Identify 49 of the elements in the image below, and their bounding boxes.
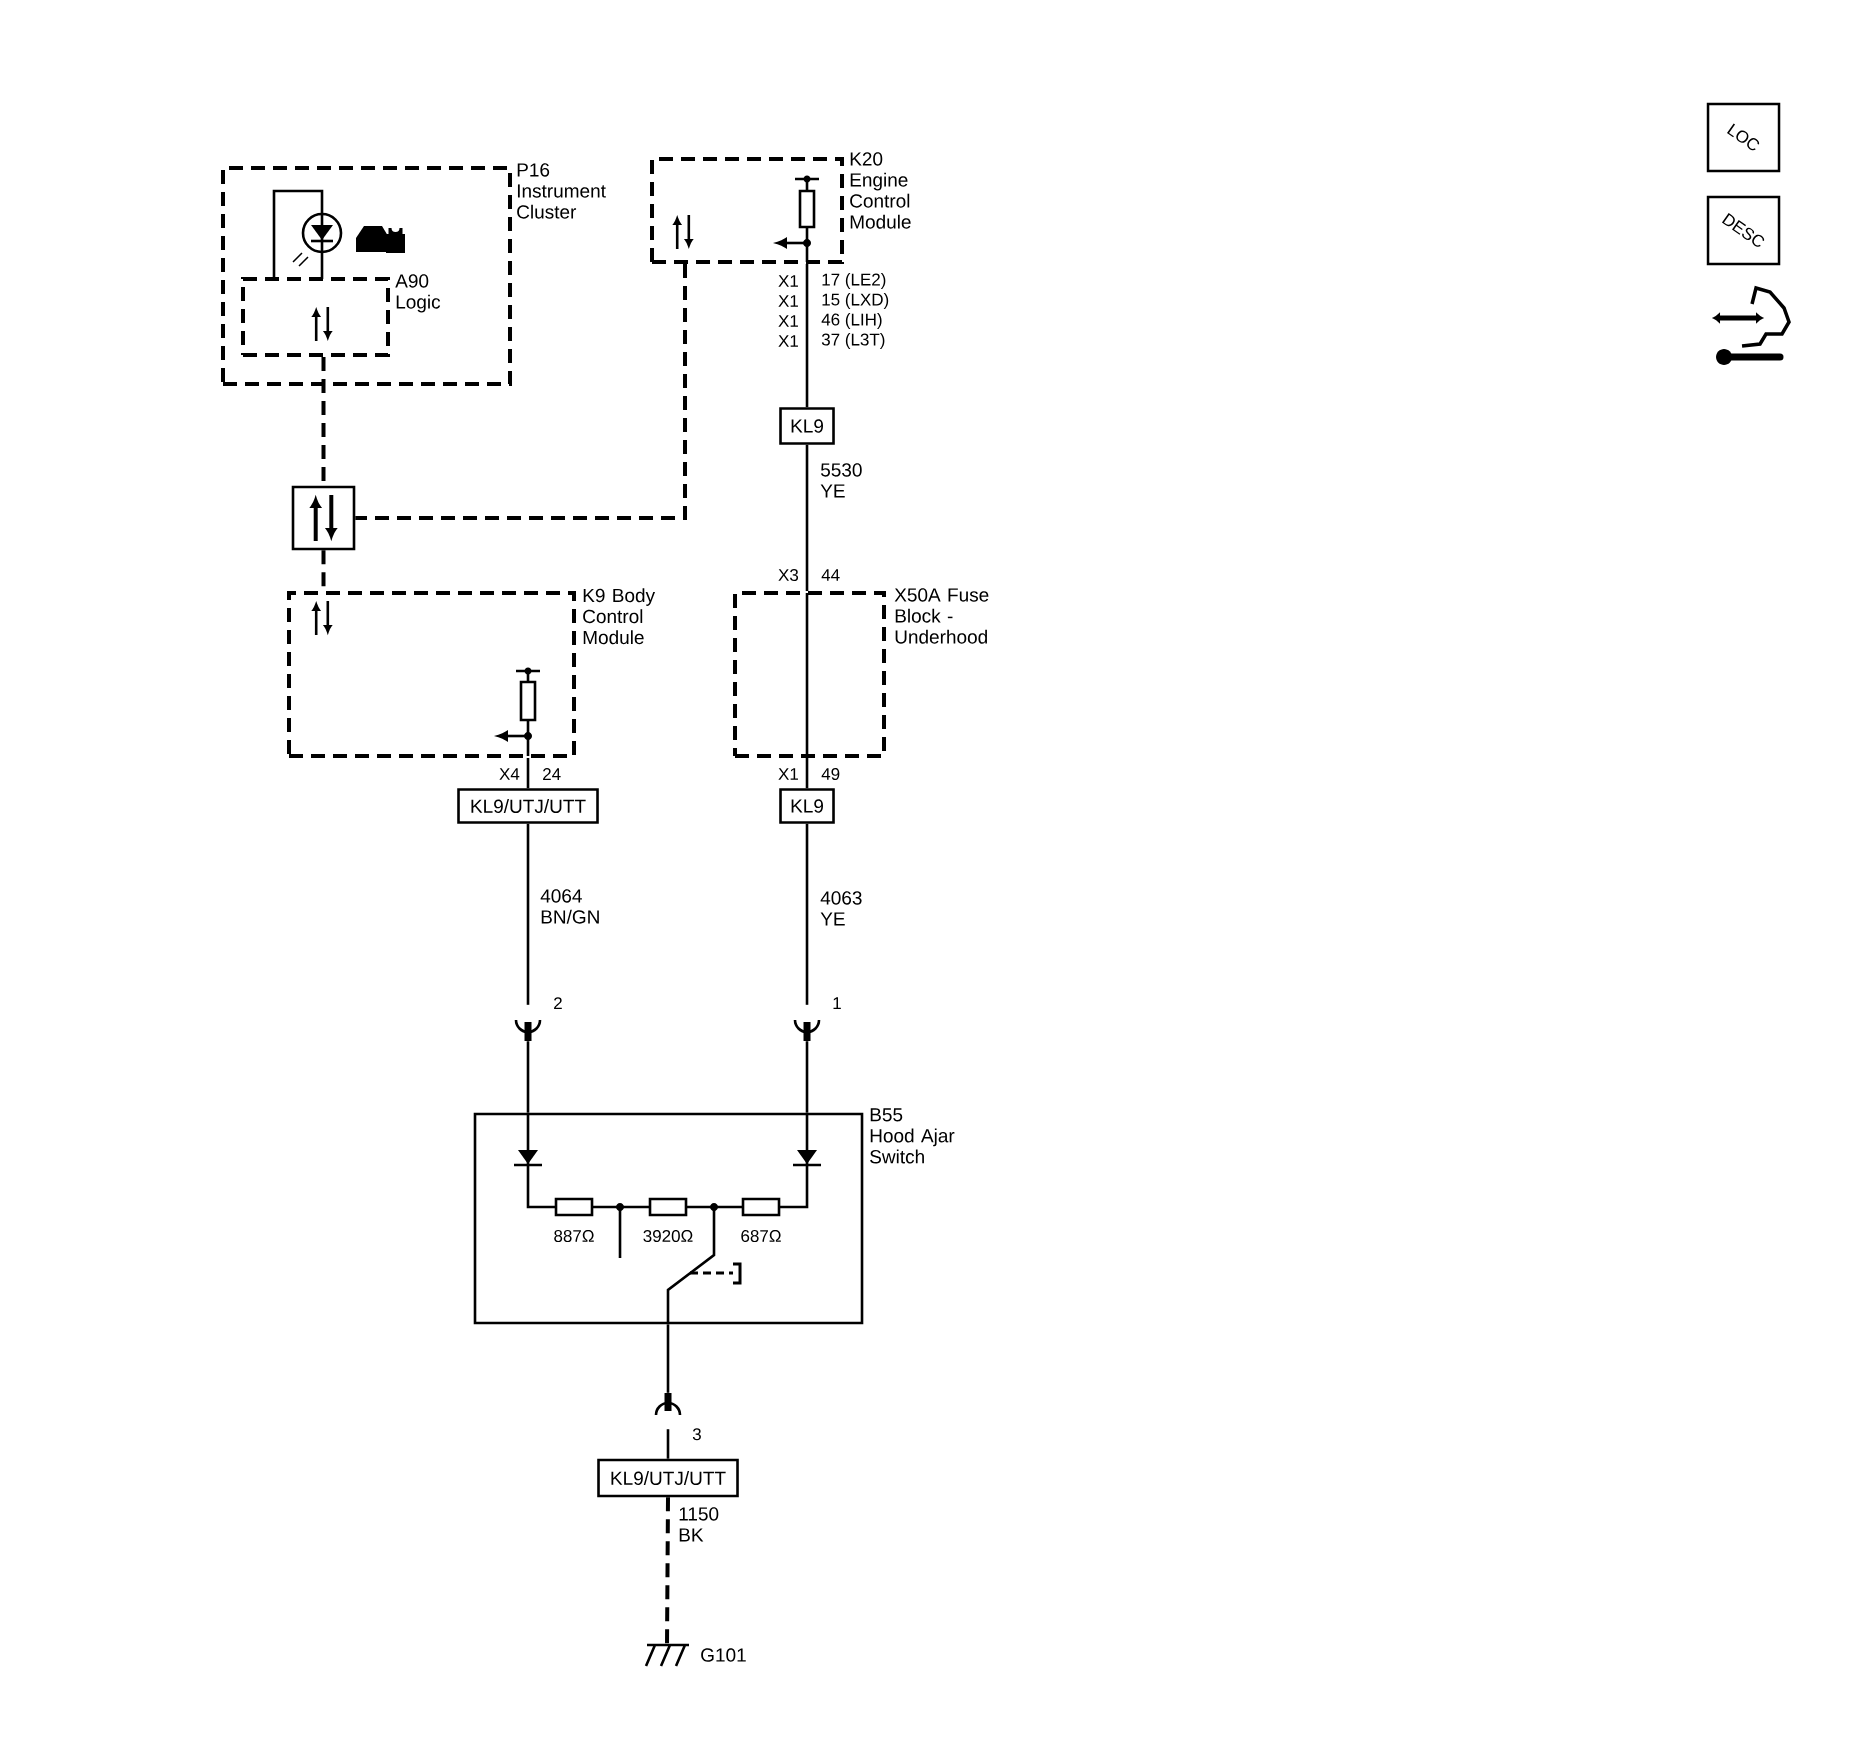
- wire: [805, 444, 809, 591]
- pin-label: X1: [778, 295, 798, 307]
- wire-label: 5530 YE: [819, 462, 872, 499]
- pin-label: X1: [778, 768, 798, 780]
- pin-label: 15 (LXD): [822, 293, 889, 309]
- module-box: A90 Logic: [241, 274, 441, 357]
- pin-label: 44: [821, 569, 840, 581]
- harness-label-box: KL9/UTJ/UTT: [457, 788, 599, 824]
- wire-label: 4064 BN/GN: [539, 888, 608, 925]
- module-box: X50A Fuse Block - Underhood: [733, 588, 989, 758]
- pin-label: X4: [499, 768, 520, 780]
- pin-label: X3: [778, 569, 799, 582]
- node-label: K20 Engine Control Module: [850, 152, 911, 229]
- module-box: K20 Engine Control Module: [650, 152, 911, 264]
- wire: [666, 1429, 670, 1459]
- wire: [665, 1497, 670, 1644]
- wire: [666, 1324, 670, 1393]
- harness-label-box: KL9: [779, 788, 835, 824]
- node-label: A90 Logic: [395, 274, 441, 313]
- wire: [805, 264, 809, 408]
- resistance-value: 887Ω: [554, 1230, 594, 1243]
- pin-label: X1: [778, 335, 798, 347]
- pin-label: 46 (LIH): [821, 313, 882, 329]
- data-link-box: [291, 485, 356, 551]
- resistance-value: 3920Ω: [643, 1230, 693, 1243]
- wire: [805, 1041, 809, 1113]
- wire: [805, 758, 809, 789]
- wire: [526, 758, 530, 789]
- node-label: B55 Hood Ajar Switch: [870, 1108, 955, 1164]
- resistance-value: 687Ω: [741, 1230, 781, 1243]
- pin-label: 49: [821, 768, 840, 781]
- icon-box: LOC: [1706, 102, 1781, 173]
- wire: [526, 1041, 530, 1113]
- harness-label-box: KL9: [779, 407, 835, 445]
- pin-label: X1: [778, 315, 798, 327]
- pin-label: 17 (LE2): [822, 273, 886, 289]
- pin-label: X1: [778, 275, 798, 287]
- node-label: P16 Instrument Cluster: [517, 163, 606, 219]
- wire: [526, 823, 530, 1005]
- wire-label: 1150 BK: [677, 1506, 730, 1543]
- pin-label: 24: [543, 768, 561, 780]
- node-label: X50A Fuse Block - Underhood: [894, 588, 989, 644]
- pin-label: 37 (L3T): [821, 333, 885, 349]
- wire: [805, 823, 809, 1005]
- harness-label-box: KL9/UTJ/UTT: [597, 1458, 739, 1498]
- node-label: K9 Body Control Module: [583, 588, 656, 645]
- wire: [355, 264, 687, 520]
- module-box: K9 Body Control Module: [287, 588, 656, 758]
- wire-label: 4063 YE: [819, 890, 872, 927]
